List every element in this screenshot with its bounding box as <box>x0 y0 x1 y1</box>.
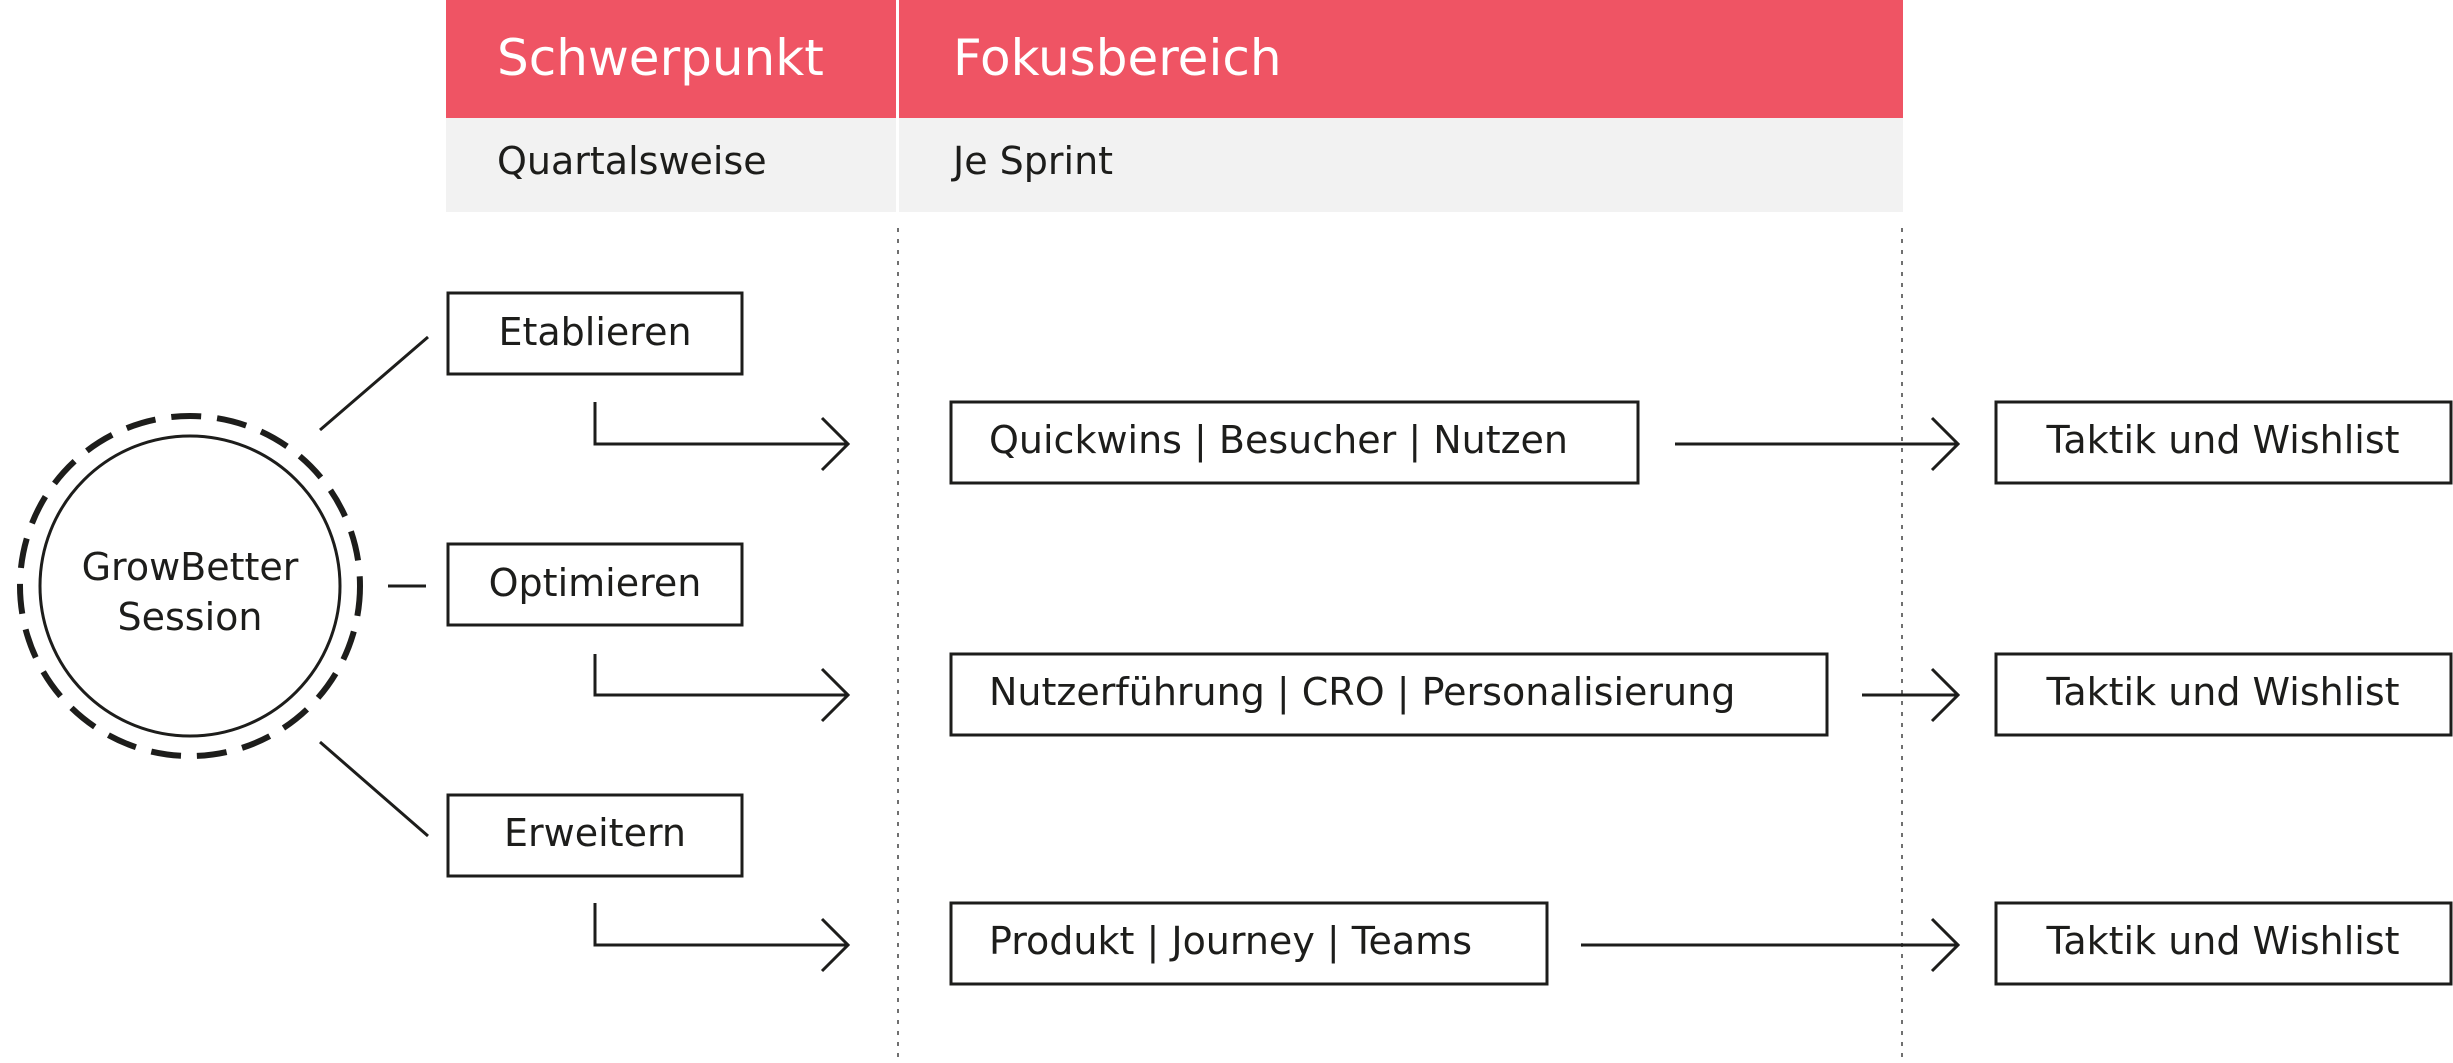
outcome-arrow <box>1862 667 1961 723</box>
phase-box <box>446 291 744 376</box>
connector-to-etablieren <box>319 335 429 432</box>
session-label-line2: Session <box>118 595 263 639</box>
header-col2-title: Fokusbereich <box>953 29 1282 87</box>
focus-label: Quickwins | Besucher | Nutzen <box>989 418 1568 463</box>
outcome-label: Taktik und Wishlist <box>2045 919 2399 963</box>
focus-box <box>949 652 1829 737</box>
subheader-col2-background <box>899 118 1903 212</box>
outcome-box <box>1994 652 2453 737</box>
session-inner-circle <box>38 434 342 738</box>
elbow-arrow <box>593 654 851 723</box>
session-dashed-ring <box>17 413 363 759</box>
phase-label: Etablieren <box>498 310 691 354</box>
elbow-arrow <box>593 903 851 973</box>
focus-label: Produkt | Journey | Teams <box>989 919 1472 964</box>
header-col2-background <box>899 0 1903 118</box>
focus-box <box>949 400 1640 485</box>
growbetter-session-node: GrowBetter Session <box>17 413 363 759</box>
outcome-arrow <box>1675 416 1961 472</box>
phase-row-erweitern: Erweitern Produkt | Journey | Teams Takt… <box>446 793 2453 986</box>
table-header: Schwerpunkt Fokusbereich <box>446 0 1903 118</box>
phase-box <box>446 542 744 627</box>
outcome-box <box>1994 400 2453 485</box>
phase-label: Erweitern <box>504 811 686 855</box>
connector-to-erweitern <box>319 740 429 838</box>
table-subheader: Quartalsweise Je Sprint <box>446 118 1903 212</box>
outcome-arrow <box>1581 917 1961 973</box>
session-label-line1: GrowBetter <box>82 545 299 589</box>
focus-box <box>949 901 1549 986</box>
phase-row-optimieren: Optimieren Nutzerführung | CRO | Persona… <box>446 542 2453 737</box>
phase-box <box>446 793 744 878</box>
outcome-box <box>1994 901 2453 986</box>
outcome-label: Taktik und Wishlist <box>2045 418 2399 462</box>
header-col1-background <box>446 0 896 118</box>
elbow-arrow <box>593 402 851 472</box>
subheader-col1-background <box>446 118 896 212</box>
outcome-label: Taktik und Wishlist <box>2045 670 2399 714</box>
subheader-col1-label: Quartalsweise <box>497 139 767 183</box>
phase-row-etablieren: Etablieren Quickwins | Besucher | Nutzen… <box>446 291 2453 485</box>
subheader-col2-label: Je Sprint <box>951 139 1113 183</box>
header-col1-title: Schwerpunkt <box>497 29 824 87</box>
focus-label: Nutzerführung | CRO | Personalisierung <box>989 670 1735 715</box>
phase-label: Optimieren <box>489 561 702 605</box>
